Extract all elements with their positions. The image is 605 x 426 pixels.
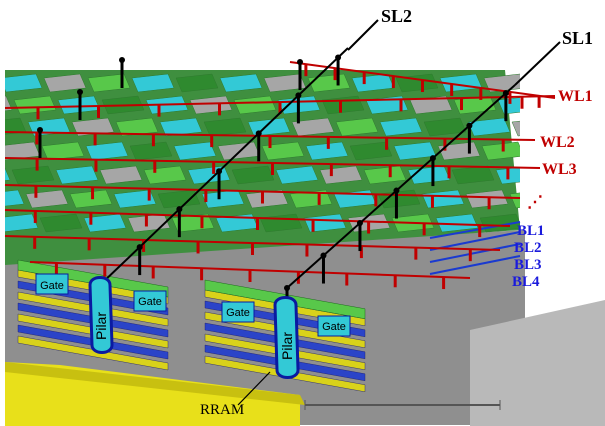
select-node [284,285,290,291]
wl3-label: WL3 [542,161,577,178]
bl3-label: BL3 [514,257,542,273]
select-node [393,188,399,194]
select-node [503,90,509,96]
bl2-label: BL2 [514,240,542,256]
wl2-label: WL2 [540,134,575,151]
select-node [357,220,363,226]
gate-label-2: Gate [138,296,162,308]
surface-tile [570,142,605,160]
select-node [137,244,143,250]
isolated-node [119,57,125,63]
wl1-label: WL1 [558,88,593,105]
select-node [216,168,222,174]
bl4-label: BL4 [512,274,540,290]
surface-tile [554,190,596,208]
isolated-node [77,89,83,95]
rram-label: RRAM [200,402,244,418]
isolated-node [297,59,303,65]
bl1-label: BL1 [517,223,545,239]
isolated-node [37,127,43,133]
select-node [430,155,436,161]
sl2-pointer [348,20,378,50]
sl1-label: SL1 [562,28,593,48]
select-node [466,123,472,129]
select-node [176,206,182,212]
pillar-label-1: Pilar [93,312,109,340]
wl-more-label: ⋰ [527,194,543,211]
sl1-pointer [515,42,560,85]
select-node [256,130,262,136]
select-node [320,253,326,259]
gate-label-1: Gate [40,280,64,292]
surface-tile [538,238,580,256]
gate-label-4: Gate [322,321,346,333]
pillar-label-2: Pilar [279,332,295,360]
gate-label-3: Gate [226,307,250,319]
sl2-label: SL2 [381,6,412,26]
select-node [335,54,341,60]
select-node [295,92,301,98]
